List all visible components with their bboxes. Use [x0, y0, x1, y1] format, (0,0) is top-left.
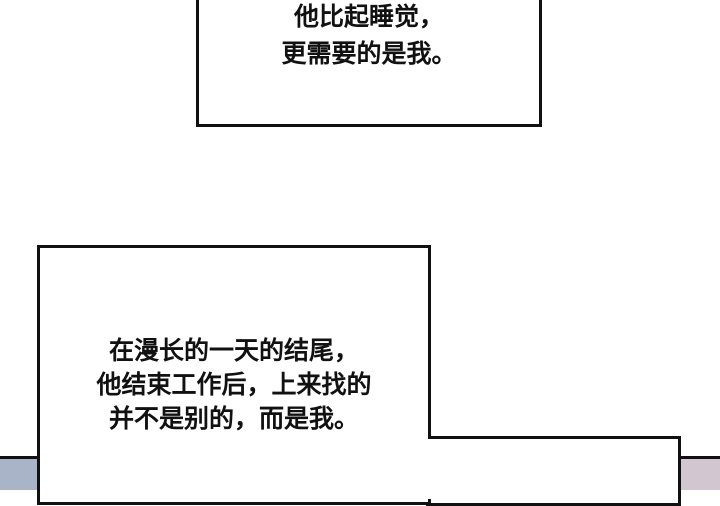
bottom-caption-line-2: 他结束工作后，上来找的: [96, 370, 372, 399]
left-panel-fragment: [0, 456, 40, 490]
right-panel-fragment: [678, 456, 720, 490]
bottom-caption-text: 在漫长的一天的结尾， 他结束工作后，上来找的 并不是别的，而是我。: [40, 334, 428, 436]
bottom-caption-box-seam: [427, 439, 435, 499]
top-caption-text: 他比起睡觉， 更需要的是我。: [196, 0, 542, 71]
top-caption-box: [196, 0, 542, 127]
bottom-caption-box-main: [37, 245, 431, 505]
bottom-caption-box-step: [426, 436, 681, 506]
top-caption-line-2: 更需要的是我。: [281, 39, 457, 68]
bottom-caption-line-3: 并不是别的，而是我。: [108, 404, 359, 433]
top-caption-line-1: 他比起睡觉，: [293, 2, 444, 31]
bottom-caption-line-1: 在漫长的一天的结尾，: [108, 336, 359, 365]
